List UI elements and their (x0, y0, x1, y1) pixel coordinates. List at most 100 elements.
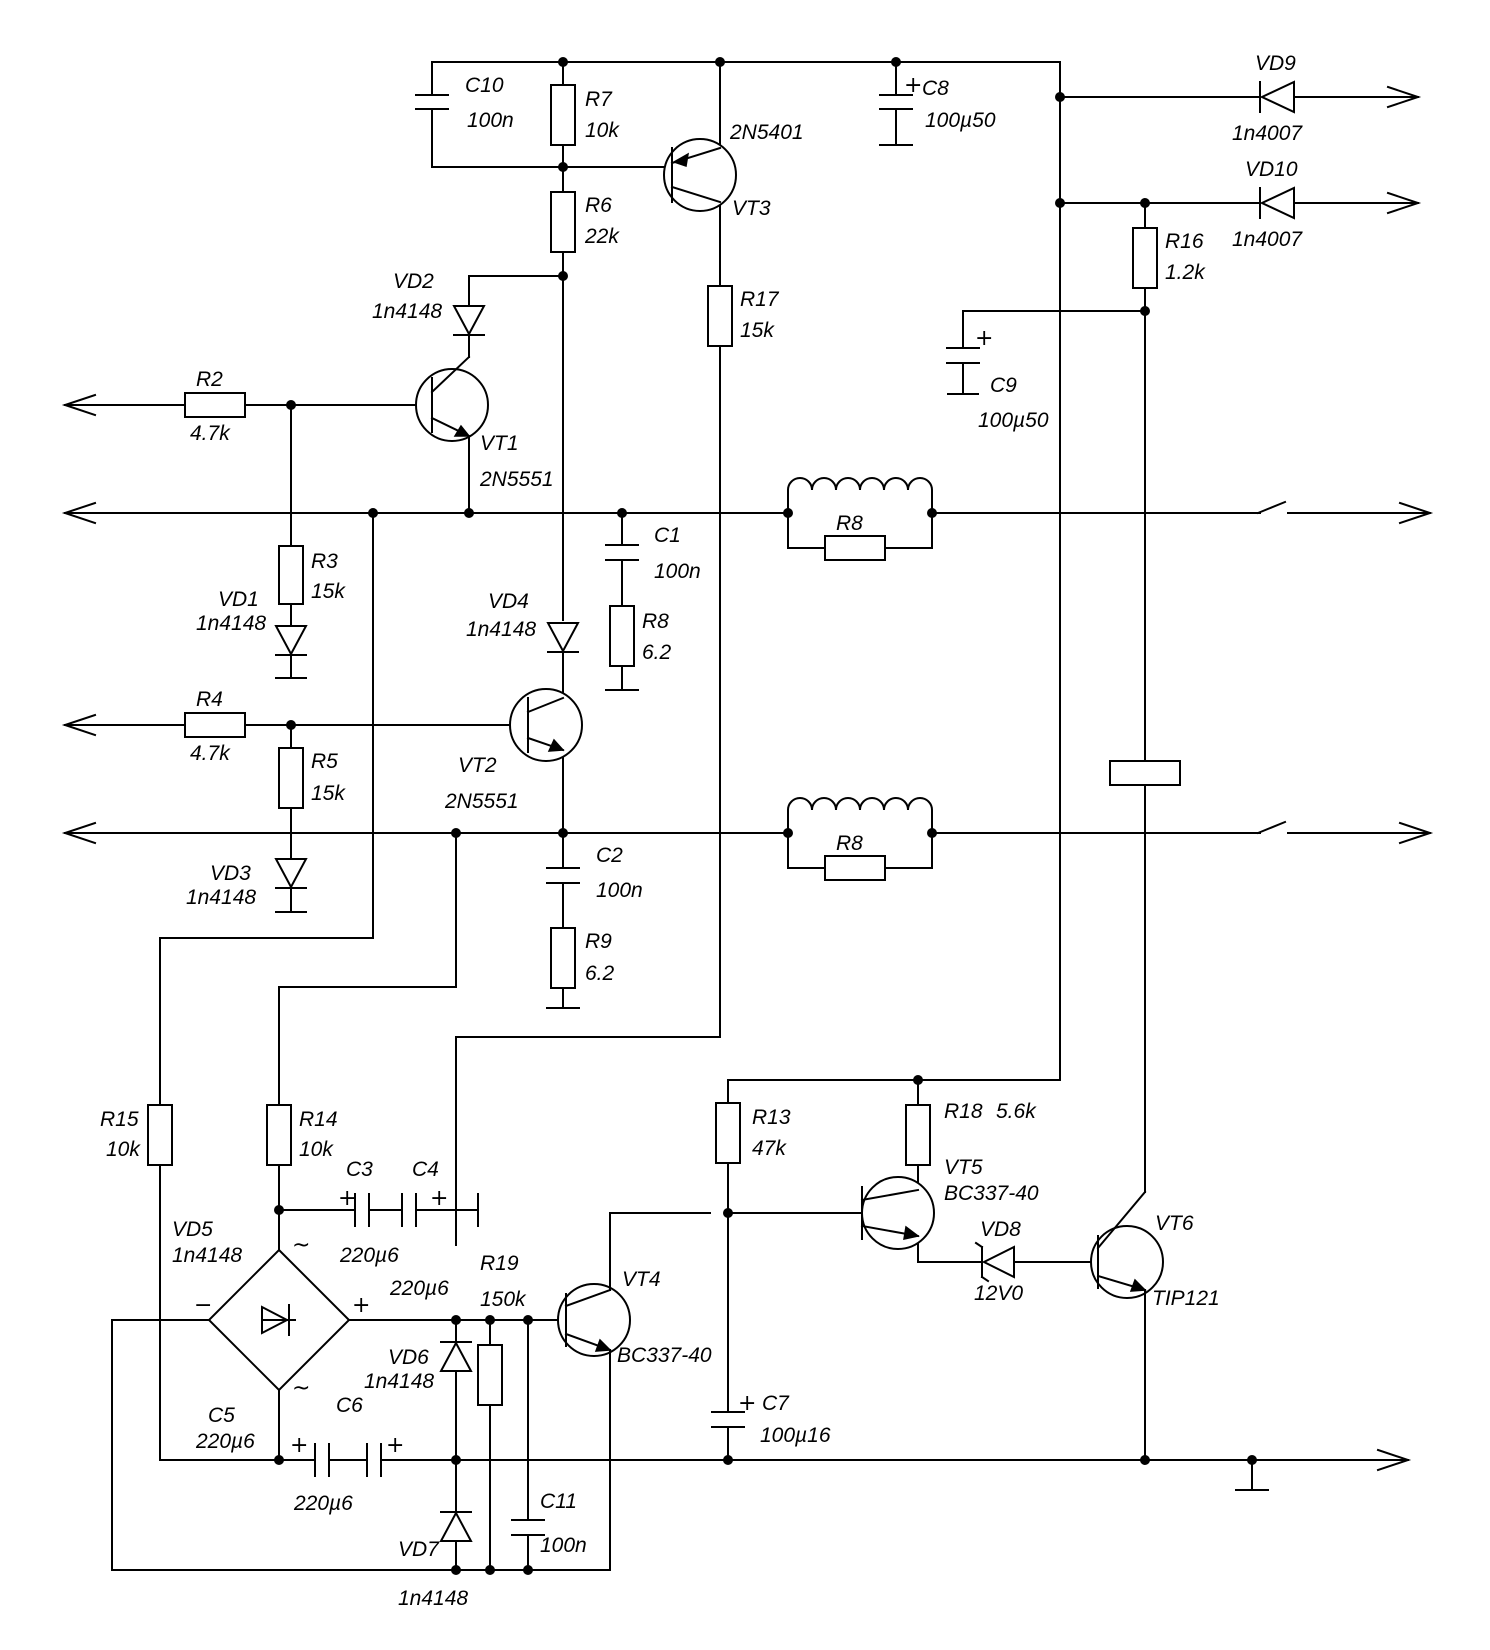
relay-contact-top (1256, 500, 1287, 515)
label-vd3-ref: VD3 (210, 862, 251, 885)
resistor-r19 (477, 1344, 503, 1406)
diode-vd6 (439, 1340, 473, 1372)
speaker-arrow-bottom (1398, 821, 1434, 845)
resistors (147, 84, 1158, 1406)
resistor-r18 (905, 1104, 931, 1166)
label-vd3-part: 1n4148 (186, 886, 256, 909)
transistor-vt6 (1090, 1190, 1164, 1299)
label-c1-ref: C1 (654, 524, 681, 547)
label-r8-coil-top: R8 (836, 512, 863, 535)
label-c2-val: 100n (596, 879, 643, 902)
label-vd1-part: 1n4148 (196, 612, 266, 635)
capacitor-c8 (879, 94, 913, 110)
label-c1-val: 100n (654, 560, 701, 583)
label-vd8-ref: VD8 (980, 1218, 1021, 1241)
svg-text:+: + (290, 1433, 308, 1458)
label-r14-val: 10k (299, 1138, 334, 1161)
diode-vd9 (1259, 80, 1295, 114)
label-vd8-part: 12V0 (974, 1282, 1023, 1305)
label-r2-val: 4.7k (190, 422, 231, 445)
label-vt3-part: 2N5401 (729, 121, 804, 144)
label-vd4-ref: VD4 (488, 590, 529, 613)
label-vd5-part: 1n4148 (172, 1244, 242, 1267)
label-c2-ref: C2 (596, 844, 623, 867)
svg-text:~: ~ (292, 1376, 310, 1401)
diode-vd1 (274, 625, 308, 657)
diode-vd7 (439, 1510, 473, 1542)
label-r17-val: 15k (740, 319, 775, 342)
label-r18-val: 5.6k (996, 1100, 1037, 1123)
capacitor-c3 (354, 1193, 370, 1227)
label-vd9-part: 1n4007 (1232, 122, 1303, 145)
resistor-r5 (278, 747, 304, 809)
label-vt2-part: 2N5551 (444, 790, 519, 813)
resistor-r8-coil-top (824, 535, 886, 561)
transistor-vt3 (663, 138, 737, 212)
input-arrow-1 (61, 393, 97, 417)
capacitor-c5 (314, 1443, 330, 1477)
inductors (787, 477, 933, 834)
label-vd7-part: 1n4148 (398, 1587, 468, 1610)
relay-contact-bottom (1256, 820, 1287, 835)
label-c11-ref: C11 (540, 1490, 577, 1513)
label-vd10-part: 1n4007 (1232, 228, 1303, 251)
speaker-arrow-top (1398, 501, 1434, 525)
label-r3-val: 15k (311, 580, 346, 603)
supply-arrow-2 (1386, 191, 1422, 215)
diodes (274, 80, 1295, 1542)
supply-arrow-1 (1386, 85, 1422, 109)
label-c4-val: 220µ6 (389, 1277, 449, 1300)
label-r2-ref: R2 (196, 368, 223, 391)
label-vt5-ref: VT5 (944, 1156, 983, 1179)
label-r4-val: 4.7k (190, 742, 231, 765)
wires (64, 61, 1431, 1571)
resistor-r3 (278, 545, 304, 605)
label-vd1-ref: VD1 (218, 588, 259, 611)
label-r16-ref: R16 (1165, 230, 1204, 253)
label-r5-val: 15k (311, 782, 346, 805)
capacitor-c2 (546, 867, 580, 884)
svg-text:+: + (430, 1186, 448, 1211)
label-vd4-part: 1n4148 (466, 618, 536, 641)
label-r15-val: 10k (106, 1138, 141, 1161)
label-c5-ref: C5 (208, 1404, 235, 1427)
label-r6-ref: R6 (585, 194, 612, 217)
label-vd5-ref: VD5 (172, 1218, 213, 1241)
label-r9-ref: R9 (585, 930, 612, 953)
label-vt4-part: BC337-40 (617, 1344, 712, 1367)
label-vt2-ref: VT2 (458, 754, 497, 777)
capacitor-c4 (401, 1193, 417, 1227)
label-r9-val: 6.2 (585, 962, 615, 985)
label-vd9-ref: VD9 (1255, 52, 1296, 75)
capacitor-c7 (711, 1411, 745, 1428)
svg-text:~: ~ (292, 1233, 310, 1258)
svg-text:+: + (386, 1433, 404, 1458)
output-arrow-bottom-left (61, 821, 97, 845)
label-vt1-part: 2N5551 (479, 468, 554, 491)
label-r7-val: 10k (585, 119, 620, 142)
label-vd2-part: 1n4148 (372, 300, 442, 323)
label-c6-ref: C6 (336, 1394, 363, 1417)
label-r14-ref: R14 (299, 1108, 338, 1131)
resistor-r2 (184, 392, 246, 418)
label-r15-ref: R15 (100, 1108, 139, 1131)
transistor-vt4 (557, 1283, 631, 1357)
diode-vd3 (274, 858, 308, 890)
label-vt4-ref: VT4 (622, 1268, 661, 1291)
transistor-vt2 (509, 688, 583, 762)
label-c7-ref: C7 (762, 1392, 790, 1415)
label-r13-ref: R13 (752, 1106, 791, 1129)
svg-text:+: + (338, 1186, 356, 1211)
terminal-arrows (61, 85, 1434, 1472)
label-r16-val: 1.2k (1165, 261, 1206, 284)
diode-vd10 (1259, 186, 1295, 220)
label-vd7-ref: VD7 (398, 1538, 440, 1561)
transistor-vt1 (415, 355, 489, 442)
resistor-r17 (707, 285, 733, 347)
svg-text:+: + (352, 1293, 370, 1318)
resistor-r15 (147, 1104, 173, 1166)
label-r8a-val: 6.2 (642, 641, 672, 664)
label-r6-val: 22k (584, 225, 620, 248)
component-labels: C10 100n R7 10k R6 22k 2N5401 VT3 C8 100… (100, 52, 1303, 1610)
